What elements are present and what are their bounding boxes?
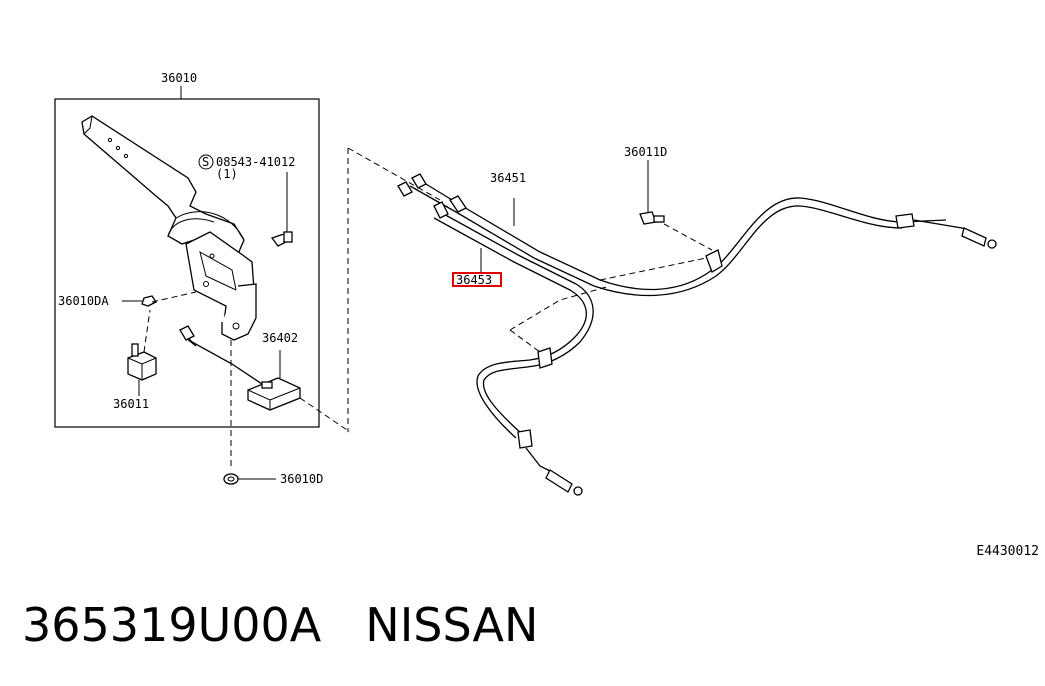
callout-08543-41012[interactable]: 08543-41012 <box>216 155 295 169</box>
callout-36010da[interactable]: 36010DA <box>58 294 109 308</box>
front-cable-36453[interactable] <box>433 201 594 496</box>
parking-brake-lever[interactable] <box>81 115 257 341</box>
callout-36453-highlight <box>452 272 502 287</box>
screw-symbol: S <box>202 155 209 169</box>
nut-36010d-part[interactable] <box>223 340 276 485</box>
callout-36011[interactable]: 36011 <box>113 397 149 411</box>
lever-assembly-frame <box>54 98 320 428</box>
bolt-36011d-part[interactable] <box>639 160 713 251</box>
nut-36010da-part[interactable] <box>122 291 197 307</box>
part-footer: 365319U00A NISSAN <box>22 598 538 652</box>
callout-36010[interactable]: 36010 <box>161 71 197 85</box>
brand-name: NISSAN <box>365 598 539 652</box>
screw-quantity: (1) <box>216 167 238 181</box>
part-number: 365319U00A <box>22 598 322 652</box>
drawing-code: E4430012 <box>976 544 1039 559</box>
callout-36402[interactable]: 36402 <box>262 331 298 345</box>
switch-part[interactable] <box>127 309 157 396</box>
screw-symbol-circle <box>198 154 214 170</box>
screw-part[interactable] <box>270 172 293 247</box>
callout-36011d[interactable]: 36011D <box>624 145 667 159</box>
callout-36453[interactable]: 36453 <box>456 273 492 287</box>
callout-36010d[interactable]: 36010D <box>280 472 323 486</box>
callout-36451[interactable]: 36451 <box>490 171 526 185</box>
rear-cable-36451[interactable] <box>397 173 997 297</box>
bracket-36402-part[interactable] <box>179 325 351 433</box>
